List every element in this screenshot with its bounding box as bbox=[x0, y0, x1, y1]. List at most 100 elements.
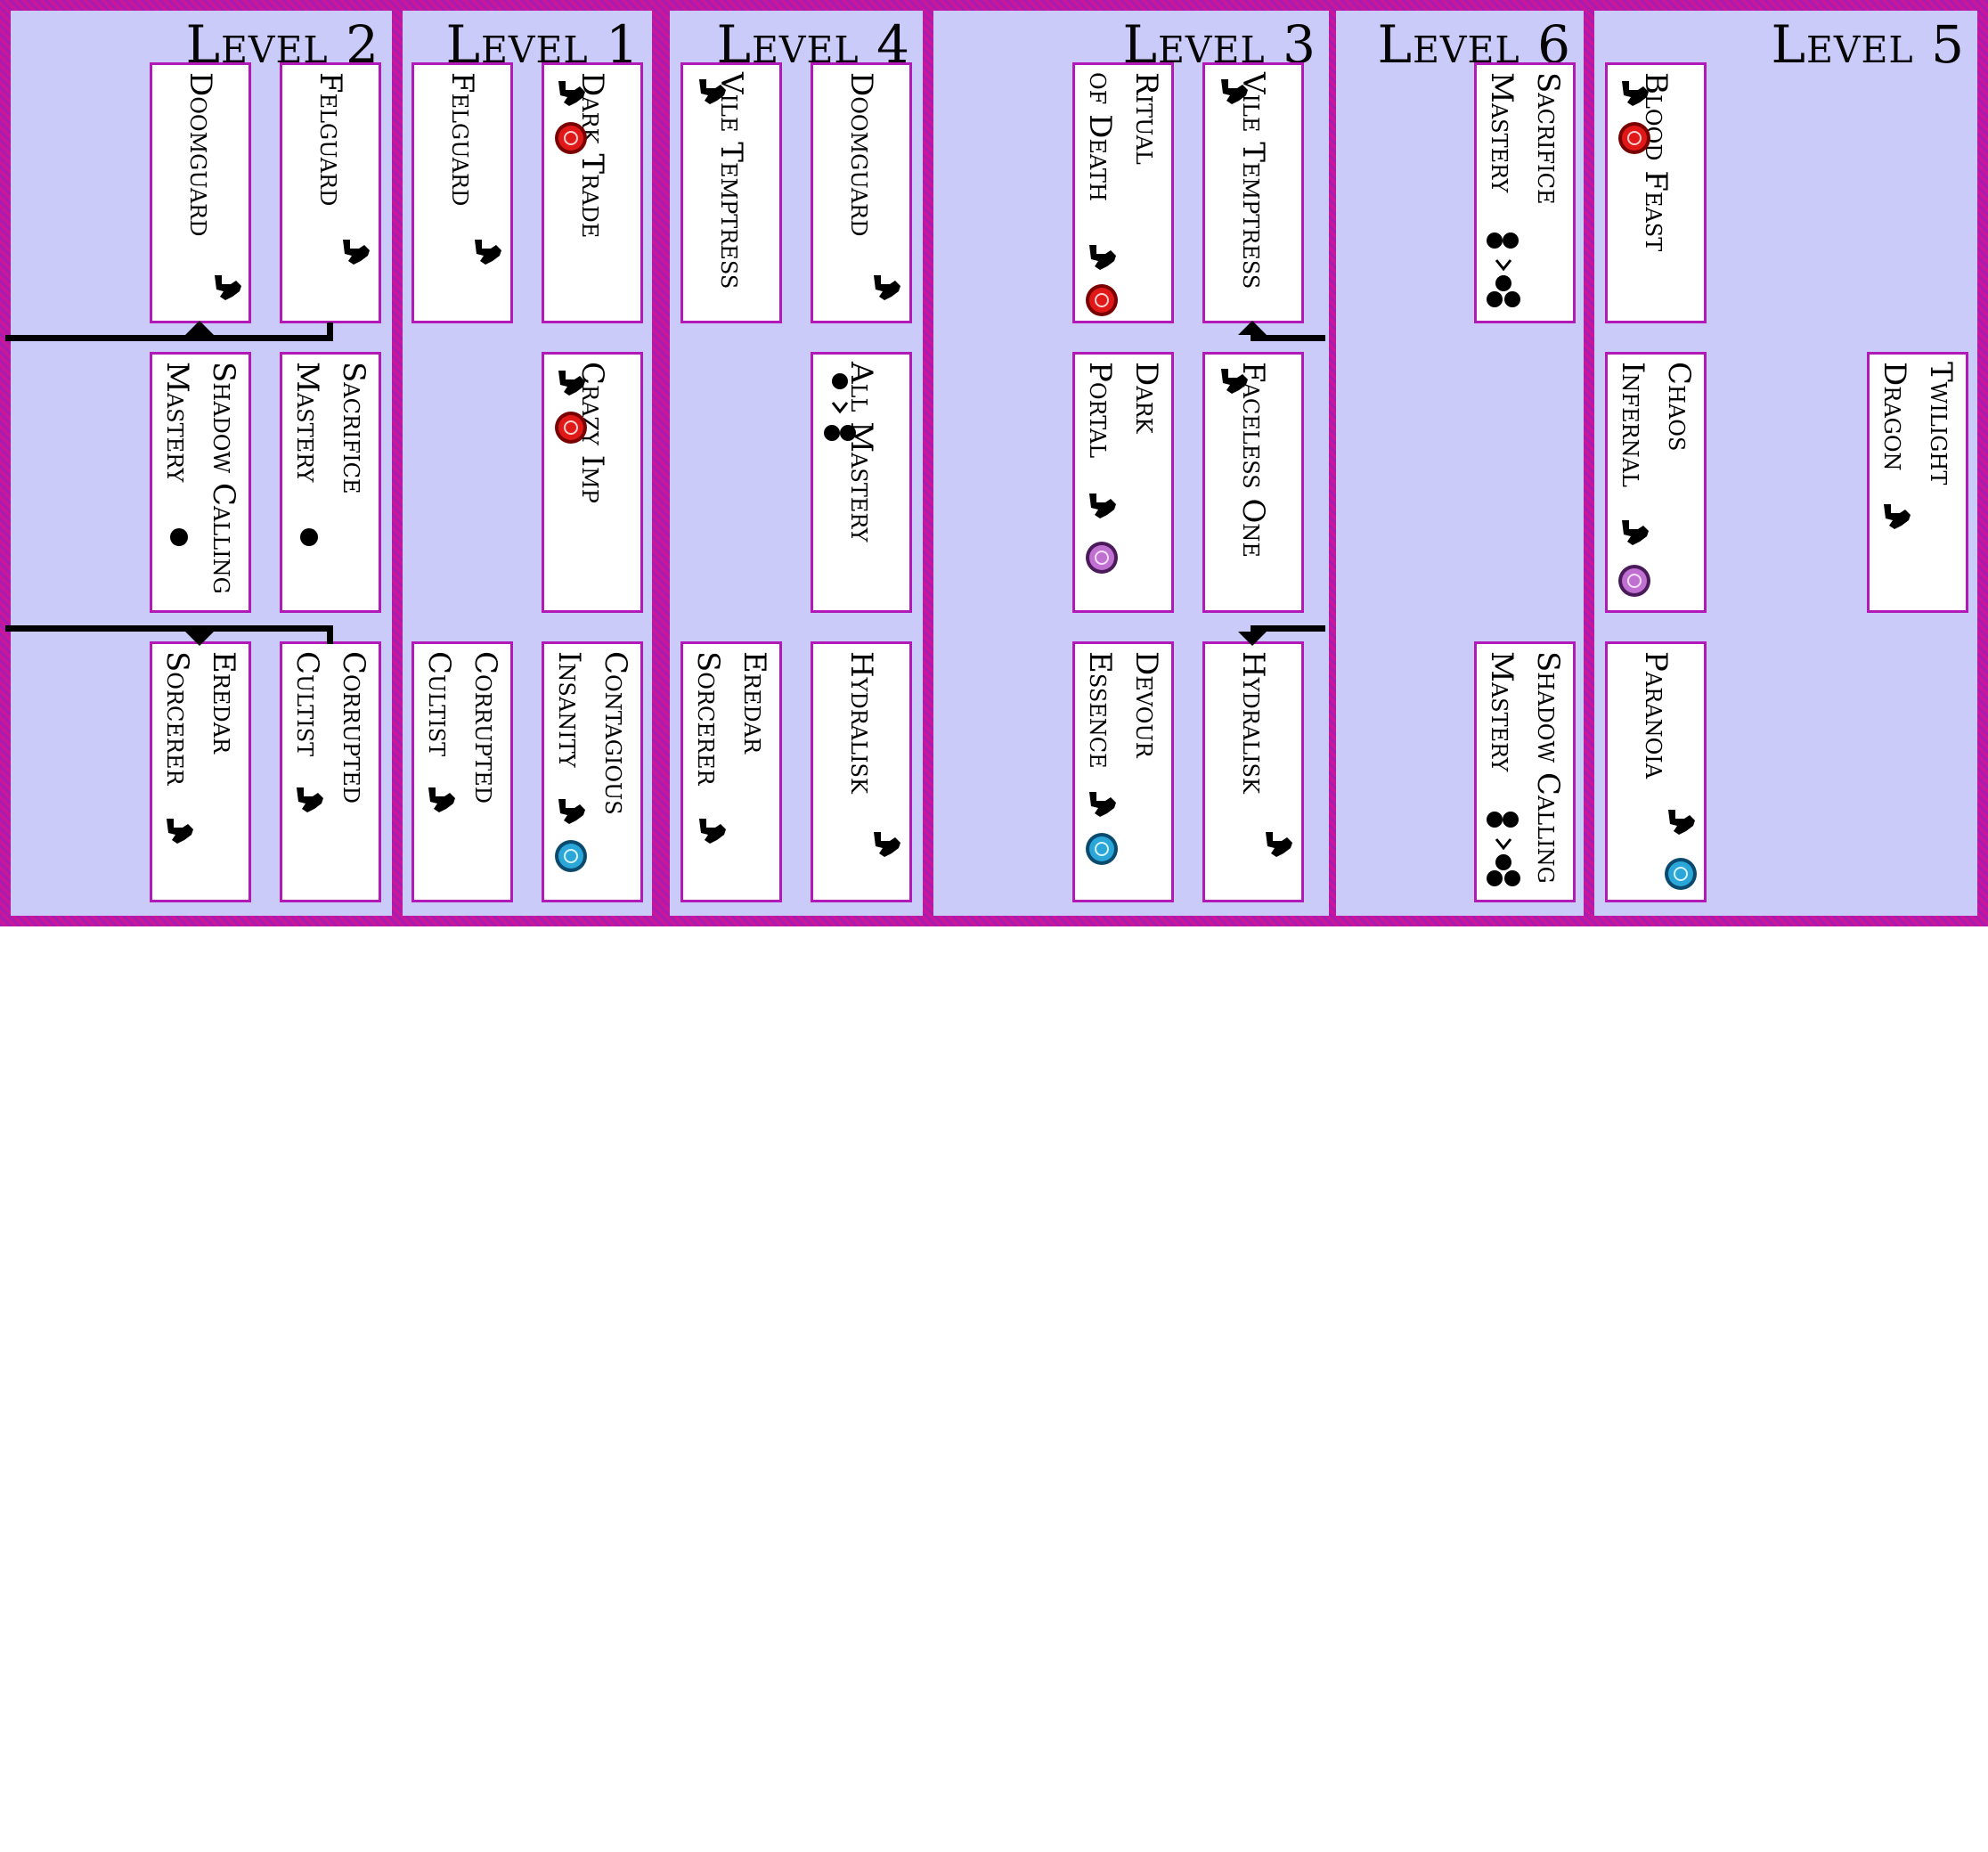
card-label: Blood Feast bbox=[1638, 72, 1674, 252]
summon-icon bbox=[209, 270, 245, 306]
prerequisite-connector bbox=[327, 625, 333, 644]
card-label: Corrupted Cultist bbox=[289, 651, 371, 804]
summon-icon bbox=[469, 234, 505, 270]
talent-card-twilight-dragon[interactable]: Twilight Dragon bbox=[1867, 352, 1968, 613]
summon-icon bbox=[1617, 515, 1652, 551]
card-label: Felguard bbox=[444, 72, 480, 207]
summon-icon bbox=[161, 813, 197, 849]
summon-icon bbox=[338, 234, 373, 270]
summon-icon bbox=[1084, 787, 1120, 822]
talent-card-faceless-one[interactable]: Faceless One bbox=[1202, 352, 1304, 613]
summon-icon bbox=[1663, 804, 1699, 840]
summon-icon bbox=[553, 76, 589, 111]
talent-card-vile-temptress[interactable]: Vile Temptress bbox=[680, 62, 782, 323]
card-label: Dark Portal bbox=[1082, 362, 1164, 459]
red-gem-icon bbox=[1617, 120, 1652, 156]
card-label: Eredar Sorcerer bbox=[159, 651, 241, 786]
talent-card-sacrifice-mastery[interactable]: Sacrifice Mastery bbox=[280, 352, 381, 613]
card-label: Ritual of Death bbox=[1082, 72, 1164, 201]
level-title: Level 5 bbox=[1771, 14, 1965, 75]
red-gem-icon bbox=[1084, 282, 1120, 318]
summon-icon bbox=[423, 782, 459, 818]
talent-card-doomguard[interactable]: Doomguard bbox=[150, 62, 251, 323]
blank-area bbox=[0, 926, 1988, 1852]
two-greater-three-dots-icon bbox=[1482, 809, 1525, 898]
card-label: Hydralisk bbox=[1235, 651, 1271, 794]
talent-card-felguard[interactable]: Felguard bbox=[280, 62, 381, 323]
talent-card-shadow-calling-mastery[interactable]: Shadow Calling Mastery bbox=[1474, 641, 1576, 902]
talent-card-vile-temptress[interactable]: Vile Temptress bbox=[1202, 62, 1304, 323]
card-label: Corrupted Cultist bbox=[421, 651, 503, 804]
card-label: Paranoia bbox=[1638, 651, 1674, 779]
summon-icon bbox=[694, 74, 729, 110]
blue-gem-icon bbox=[1663, 856, 1699, 892]
talent-card-paranoia[interactable]: Paranoia bbox=[1605, 641, 1707, 902]
card-label: Sacrifice Mastery bbox=[1484, 72, 1566, 205]
card-label: Chaos Infernal bbox=[1615, 362, 1697, 487]
card-label: Doomguard bbox=[843, 72, 879, 237]
prerequisite-connector bbox=[1251, 335, 1325, 341]
blue-gem-icon bbox=[1084, 831, 1120, 867]
talent-card-blood-feast[interactable]: Blood Feast bbox=[1605, 62, 1707, 323]
talent-card-corrupted-cultist[interactable]: Corrupted Cultist bbox=[280, 641, 381, 902]
summon-icon bbox=[291, 782, 327, 818]
summon-icon bbox=[1617, 76, 1652, 111]
summon-icon bbox=[553, 365, 589, 401]
card-label: Shadow Calling Mastery bbox=[159, 362, 241, 594]
summon-icon bbox=[1216, 74, 1251, 110]
card-label: Dark Trade bbox=[574, 72, 610, 239]
card-label: All Mastery bbox=[843, 362, 879, 543]
talent-card-dark-trade[interactable]: Dark Trade bbox=[542, 62, 643, 323]
talent-card-eredar-sorcerer[interactable]: Eredar Sorcerer bbox=[150, 641, 251, 902]
summon-icon bbox=[1084, 240, 1120, 275]
prerequisite-connector bbox=[5, 335, 333, 341]
card-label: Hydralisk bbox=[843, 651, 879, 794]
one-greater-two-dots-icon bbox=[820, 371, 860, 451]
talent-card-dark-portal[interactable]: Dark Portal bbox=[1072, 352, 1174, 613]
talent-card-corrupted-cultist[interactable]: Corrupted Cultist bbox=[411, 641, 513, 902]
summon-icon bbox=[1216, 363, 1251, 399]
summon-icon bbox=[868, 270, 904, 306]
talent-board: Level 2 Level 1 Level 4 Level 3 Level 6 … bbox=[0, 0, 1988, 926]
talent-card-sacrifice-mastery[interactable]: Sacrifice Mastery bbox=[1474, 62, 1576, 323]
summon-icon bbox=[1084, 488, 1120, 524]
summon-icon bbox=[868, 827, 904, 862]
purple-gem-icon bbox=[1617, 563, 1652, 599]
card-label: Contagious Insanity bbox=[551, 651, 633, 815]
card-label: Eredar Sorcerer bbox=[690, 651, 772, 786]
prerequisite-connector bbox=[1251, 625, 1325, 632]
card-label: Devour Essence bbox=[1082, 651, 1164, 769]
talent-card-contagious-insanity[interactable]: Contagious Insanity bbox=[542, 641, 643, 902]
prerequisite-connector bbox=[327, 322, 333, 341]
talent-card-doomguard[interactable]: Doomguard bbox=[811, 62, 912, 323]
purple-gem-icon bbox=[1084, 540, 1120, 575]
one-dot-icon bbox=[161, 519, 197, 555]
talent-card-chaos-infernal[interactable]: Chaos Infernal bbox=[1605, 352, 1707, 613]
blue-gem-icon bbox=[553, 838, 589, 874]
card-label: Doomguard bbox=[183, 72, 218, 237]
card-label: Sacrifice Mastery bbox=[289, 362, 371, 494]
one-dot-icon bbox=[291, 519, 327, 555]
talent-card-devour-essence[interactable]: Devour Essence bbox=[1072, 641, 1174, 902]
summon-icon bbox=[553, 794, 589, 829]
talent-card-hydralisk[interactable]: Hydralisk bbox=[811, 641, 912, 902]
arrow-down-icon bbox=[185, 632, 214, 646]
talent-card-crazy-imp[interactable]: Crazy Imp bbox=[542, 352, 643, 613]
card-label: Twilight Dragon bbox=[1877, 362, 1959, 485]
talent-card-all-mastery[interactable]: All Mastery bbox=[811, 352, 912, 613]
card-label: Felguard bbox=[313, 72, 348, 207]
talent-card-shadow-calling-mastery[interactable]: Shadow Calling Mastery bbox=[150, 352, 251, 613]
summon-icon bbox=[1878, 499, 1914, 534]
talent-card-hydralisk[interactable]: Hydralisk bbox=[1202, 641, 1304, 902]
talent-card-ritual-of-death[interactable]: Ritual of Death bbox=[1072, 62, 1174, 323]
red-gem-icon bbox=[553, 410, 589, 445]
two-greater-three-dots-icon bbox=[1482, 230, 1525, 319]
arrow-up-icon bbox=[1238, 321, 1267, 335]
card-label: Shadow Calling Mastery bbox=[1484, 651, 1566, 884]
card-label: Vile Temptress bbox=[1235, 72, 1271, 290]
summon-icon bbox=[694, 813, 729, 849]
arrow-down-icon bbox=[1238, 632, 1267, 646]
card-label: Vile Temptress bbox=[713, 72, 749, 290]
talent-card-felguard[interactable]: Felguard bbox=[411, 62, 513, 323]
talent-card-eredar-sorcerer[interactable]: Eredar Sorcerer bbox=[680, 641, 782, 902]
